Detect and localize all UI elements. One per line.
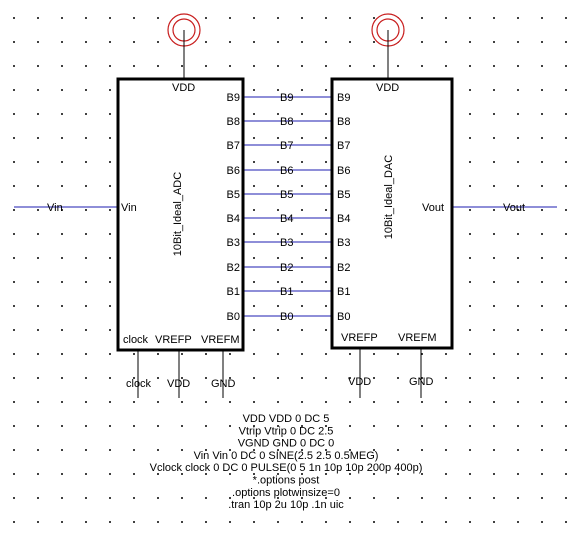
adc-vdd-net-label: VDD bbox=[167, 378, 190, 390]
spice-line: Vin Vin 0 DC 0 SINE(2.5 2.5 0.5MEG) bbox=[194, 450, 379, 462]
spice-line: .options plotwinsize=0 bbox=[232, 487, 340, 499]
adc-bit-pin-label: B3 bbox=[227, 237, 240, 249]
adc-bit-pin-label: B5 bbox=[227, 189, 240, 201]
adc-bit-pin-label: B0 bbox=[227, 311, 240, 323]
bus-net-label: B1 bbox=[280, 286, 293, 298]
bus-net-label: B4 bbox=[280, 213, 293, 225]
bus-net-label: B7 bbox=[280, 140, 293, 152]
bus-net-label: B6 bbox=[280, 165, 293, 177]
adc-vdd-supply-symbol[interactable] bbox=[167, 13, 201, 79]
dac-bit-pin-label: B4 bbox=[337, 213, 350, 225]
adc-bit-pin-label: B8 bbox=[227, 116, 240, 128]
adc-vdd-pin-label: VDD bbox=[172, 82, 195, 94]
adc-block-name: 10Bit_Ideal_ADC bbox=[172, 172, 184, 256]
dac-block-name: 10Bit_Ideal_DAC bbox=[383, 155, 395, 239]
adc-vrefp-pin-label: VREFP bbox=[155, 334, 192, 346]
adc-bit-pin-label: B7 bbox=[227, 140, 240, 152]
spice-line: VDD VDD 0 DC 5 bbox=[243, 413, 330, 425]
spice-line: Vclock clock 0 DC 0 PULSE(0 5 1n 10p 10p… bbox=[150, 462, 423, 474]
dac-gnd-net-label: GND bbox=[409, 376, 434, 388]
spice-line: VGND GND 0 DC 0 bbox=[238, 438, 335, 450]
dac-bit-pin-label: B6 bbox=[337, 165, 350, 177]
adc-bit-pin-label: B6 bbox=[227, 165, 240, 177]
bus-net-label: B5 bbox=[280, 189, 293, 201]
spice-line: Vtrip Vtrip 0 DC 2.5 bbox=[239, 425, 334, 437]
adc-vrefm-pin-label: VREFM bbox=[201, 334, 240, 346]
vin-net-label: Vin bbox=[47, 202, 63, 214]
vout-net-label: Vout bbox=[503, 202, 525, 214]
dac-bit-pin-label: B8 bbox=[337, 116, 350, 128]
adc-bit-pin-label: B9 bbox=[227, 92, 240, 104]
dac-bit-pin-label: B2 bbox=[337, 262, 350, 274]
adc-bit-pin-label: B2 bbox=[227, 262, 240, 274]
adc-bit-pin-label: B1 bbox=[227, 286, 240, 298]
adc-block[interactable] bbox=[116, 77, 245, 352]
dac-bit-pin-label: B1 bbox=[337, 286, 350, 298]
bus-net-label: B3 bbox=[280, 237, 293, 249]
dac-vdd-supply-symbol[interactable] bbox=[371, 13, 405, 79]
dac-vrefm-pin-label: VREFM bbox=[398, 332, 437, 344]
adc-gnd-net-label: GND bbox=[211, 378, 236, 390]
dac-bit-pin-label: B5 bbox=[337, 189, 350, 201]
bus-net-label: B9 bbox=[280, 92, 293, 104]
dac-bit-pin-label: B9 bbox=[337, 92, 350, 104]
dac-vdd-net-label: VDD bbox=[348, 376, 371, 388]
dac-block[interactable] bbox=[330, 77, 454, 350]
bus-net-label: B2 bbox=[280, 262, 293, 274]
dac-vrefp-pin-label: VREFP bbox=[341, 332, 378, 344]
dac-vout-pin-label: Vout bbox=[422, 202, 444, 214]
dac-vdd-pin-label: VDD bbox=[376, 82, 399, 94]
dac-bit-pin-label: B7 bbox=[337, 140, 350, 152]
dac-bit-pin-label: B0 bbox=[337, 311, 350, 323]
bus-net-label: B8 bbox=[280, 116, 293, 128]
adc-vin-pin-label: Vin bbox=[121, 202, 137, 214]
spice-line: *.options post bbox=[253, 475, 320, 487]
dac-bit-pin-label: B3 bbox=[337, 237, 350, 249]
spice-line: .tran 10p 2u 10p .1n uic bbox=[228, 499, 344, 511]
adc-clock-pin-label: clock bbox=[123, 334, 149, 346]
adc-bit-pin-label: B4 bbox=[227, 213, 240, 225]
bus-net-label: B0 bbox=[280, 311, 293, 323]
clock-net-label: clock bbox=[126, 378, 152, 390]
